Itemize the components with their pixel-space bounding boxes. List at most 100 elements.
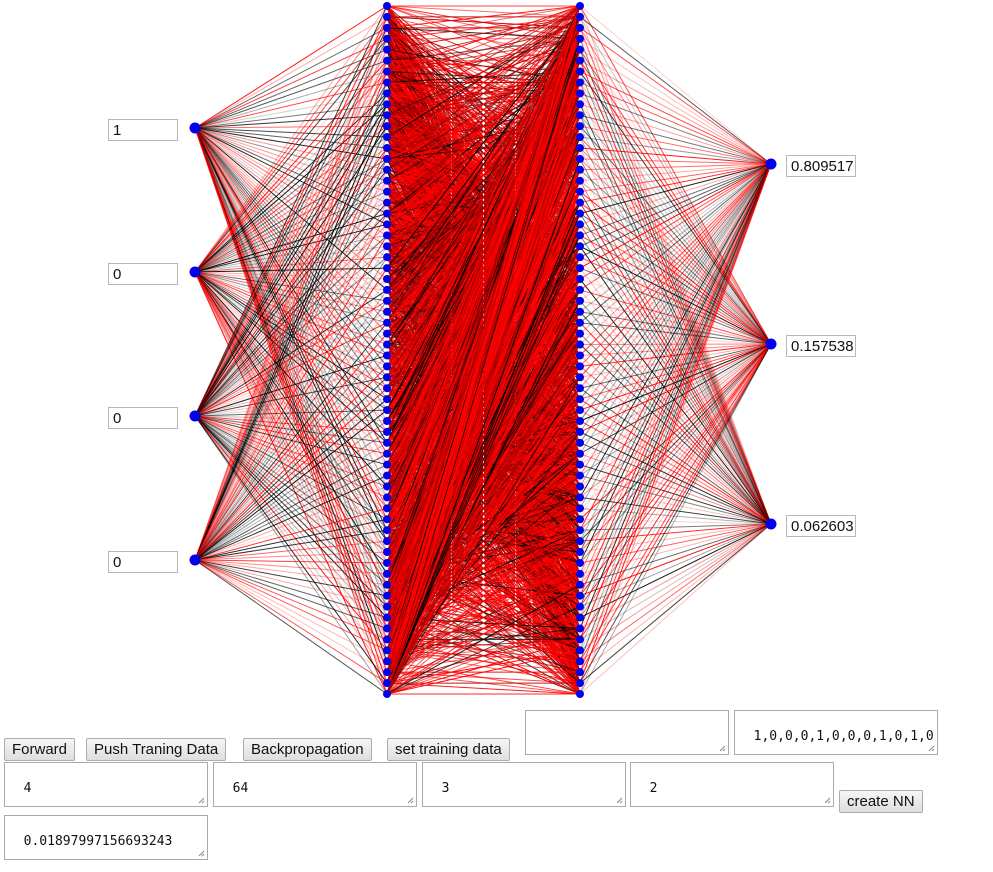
connection-edge [579, 38, 772, 345]
connection-edge [194, 127, 388, 225]
network-visualization [189, 2, 777, 698]
connection-edge [579, 523, 772, 640]
connection-edge [194, 518, 388, 561]
connection-edge [194, 271, 388, 356]
connection-edge [194, 409, 388, 417]
neuron-node [383, 318, 391, 327]
connection-edge [194, 475, 388, 561]
error-output-textarea[interactable]: 0.01897997156693243 [4, 815, 208, 860]
push-training-data-button[interactable]: Push Traning Data [86, 738, 227, 761]
hidden-layer-size-textarea[interactable]: 64 [213, 762, 417, 807]
backpropagation-button[interactable]: Backpropagation [243, 738, 372, 761]
neuron-node [576, 285, 584, 294]
connection-edge [386, 584, 581, 695]
connection-edge [194, 415, 388, 509]
neuron-node [383, 187, 391, 196]
connection-edge [579, 163, 772, 433]
connection-edge [579, 163, 772, 455]
connection-edge [194, 71, 388, 417]
connection-edge [579, 27, 772, 165]
neuron-node [576, 187, 584, 196]
connection-edge [386, 5, 581, 575]
connection-edge [579, 289, 772, 345]
training-target-text: 1,0,0,0,1,0,0,0,1,0,1,0 [753, 729, 934, 744]
connection-edge [194, 271, 388, 542]
input-neuron-value-2[interactable]: 0 [108, 263, 178, 285]
connection-edge [579, 163, 772, 542]
connection-edge [579, 343, 772, 389]
connection-edge [386, 398, 581, 684]
resize-grip-icon[interactable] [616, 797, 623, 804]
input-layer-size-textarea[interactable]: 4 [4, 762, 208, 807]
connection-edge [194, 224, 388, 561]
create-nn-button[interactable]: create NN [839, 790, 923, 813]
connection-edge [194, 271, 388, 662]
connection-edge [386, 202, 581, 695]
input-neuron-value-1[interactable]: 1 [108, 119, 178, 141]
resize-grip-icon[interactable] [407, 797, 414, 804]
forward-button[interactable]: Forward [4, 738, 76, 761]
connection-edge [579, 103, 772, 165]
output-layer-size-textarea[interactable]: 3 [422, 762, 626, 807]
connection-edge [194, 271, 388, 411]
neuron-node [576, 154, 584, 163]
connection-edge [194, 127, 388, 313]
resize-grip-icon[interactable] [719, 745, 726, 752]
connection-edge [579, 125, 772, 165]
connection-edge [194, 415, 388, 553]
neuron-node [576, 690, 584, 698]
connection-edge [386, 5, 581, 182]
connection-edge [579, 71, 772, 525]
input-neuron-value-4[interactable]: 0 [108, 551, 178, 573]
connection-edge [194, 333, 388, 417]
connection-edge [194, 271, 388, 476]
connection-edge [579, 507, 772, 525]
connection-edge [386, 5, 581, 596]
connection-edge [386, 82, 581, 695]
neuron-node [383, 242, 391, 251]
connection-edge [579, 224, 772, 525]
connection-edge [194, 16, 388, 417]
neuron-node [383, 23, 391, 32]
connection-edge [194, 27, 388, 417]
connection-edge [194, 387, 388, 561]
connection-edge [579, 16, 772, 165]
resize-grip-icon[interactable] [824, 797, 831, 804]
connection-edge [579, 163, 772, 204]
connection-edge [579, 343, 772, 597]
neuron-node [576, 111, 584, 120]
connection-edge [386, 235, 581, 695]
neuron-node [576, 526, 584, 535]
connection-edge [194, 453, 388, 561]
connection-edge [194, 559, 388, 597]
connection-edge [194, 234, 388, 417]
neuron-node [383, 569, 391, 578]
resize-grip-icon[interactable] [198, 797, 205, 804]
neuron-node [576, 253, 584, 262]
connection-edge [386, 606, 581, 695]
connection-edge [386, 5, 581, 476]
connection-edge [194, 278, 388, 417]
connection-edge [194, 271, 388, 673]
neuron-node [576, 34, 584, 43]
connection-edge [386, 5, 581, 498]
connection-edge [579, 245, 772, 345]
hidden-layer-count-textarea[interactable]: 2 [630, 762, 834, 807]
neuron-node [576, 602, 584, 611]
resize-grip-icon[interactable] [928, 745, 935, 752]
connection-edge [194, 271, 388, 695]
set-training-data-button[interactable]: set training data [387, 738, 510, 761]
connection-edge [386, 49, 581, 695]
training-target-textarea[interactable]: 1,0,0,0,1,0,0,0,1,0,1,0 [734, 710, 938, 755]
connection-edge [386, 5, 581, 509]
connection-edge [386, 5, 581, 400]
resize-grip-icon[interactable] [198, 850, 205, 857]
connection-edge [579, 163, 772, 378]
connection-edge [194, 16, 388, 561]
connection-edge [579, 365, 772, 525]
neuron-node [576, 449, 584, 458]
connection-edge [579, 93, 772, 345]
training-input-textarea[interactable] [525, 710, 729, 755]
neuron-node [383, 580, 391, 589]
input-neuron-value-3[interactable]: 0 [108, 407, 178, 429]
